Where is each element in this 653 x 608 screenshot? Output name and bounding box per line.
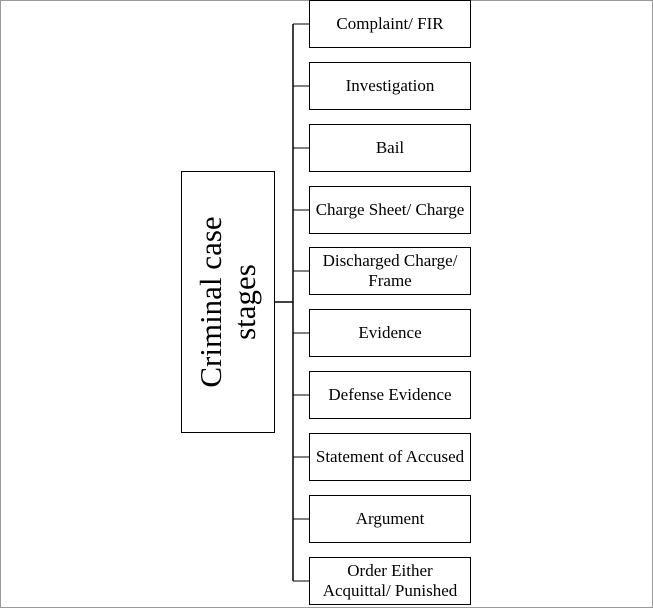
stage-label: Argument (355, 509, 425, 528)
stage-label: Bail (375, 138, 405, 157)
stage-label: Investigation (345, 76, 435, 95)
root-label: Criminal case stages (193, 216, 262, 388)
stage-box-evidence: Evidence (309, 309, 471, 357)
stage-label: Evidence (358, 323, 422, 342)
stage-label: Statement of Accused (315, 447, 465, 466)
stage-box-order: Order Either Acquittal/ Punished (309, 557, 471, 605)
stage-label: Complaint/ FIR (336, 14, 444, 33)
stage-label: Discharged Charge/ Frame (322, 251, 458, 290)
stage-label: Charge Sheet/ Charge (315, 200, 465, 219)
stage-box-bail: Bail (309, 124, 471, 172)
stage-box-charge-sheet: Charge Sheet/ Charge (309, 186, 471, 234)
stage-label: Order Either Acquittal/ Punished (322, 561, 458, 600)
stage-box-complaint: Complaint/ FIR (309, 0, 471, 48)
stage-box-investigation: Investigation (309, 62, 471, 110)
stage-box-statement-of-accused: Statement of Accused (309, 433, 471, 481)
stage-label: Defense Evidence (328, 385, 452, 404)
stage-box-discharged-charge: Discharged Charge/ Frame (309, 247, 471, 295)
root-node: Criminal case stages (181, 171, 275, 433)
stage-box-argument: Argument (309, 495, 471, 543)
stage-box-defense-evidence: Defense Evidence (309, 371, 471, 419)
